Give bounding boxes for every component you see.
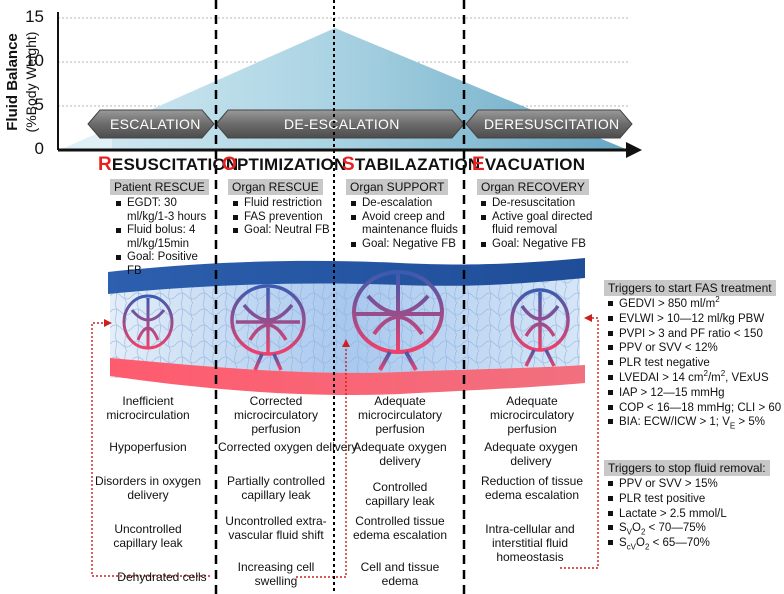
effect-o-1: Corrected microcirculatory perfusion bbox=[233, 394, 318, 436]
phase-title-resuscitation: RESUSCITATION bbox=[98, 154, 239, 175]
effect-s-2: Adequate oxygen delivery bbox=[353, 440, 447, 468]
x-axis-arrowhead bbox=[626, 142, 642, 158]
trigger-item: SVO2 < 70—75% bbox=[607, 521, 783, 536]
bullet: De-escalation bbox=[350, 197, 460, 211]
trigger-item: COP < 16—18 mmHg; CLI > 60 bbox=[607, 401, 783, 416]
trigger-item: PPV or SVV < 12% bbox=[607, 341, 783, 356]
trigger-item: EVLWI > 10—12 ml/kg PBW bbox=[607, 312, 783, 327]
dotted-connectors bbox=[91, 314, 599, 578]
band-escalation bbox=[87, 109, 215, 139]
bullet: Goal: Negative FB bbox=[480, 238, 598, 252]
effect-r-4: Uncontrolled capillary leak bbox=[113, 522, 183, 550]
phase-title-stabilazation: STABILAZATION bbox=[342, 154, 481, 175]
phase-title-optimization: OPTIMIZATION bbox=[222, 154, 347, 175]
effect-e-3: Reduction of tissue edema escalation bbox=[480, 474, 584, 502]
trigger-item: LVEDAI > 14 cm2/m2, VExUS bbox=[607, 370, 783, 386]
y-tick-5: 5 bbox=[34, 95, 44, 114]
y-tick-15: 15 bbox=[25, 7, 44, 26]
band-label-deresuscitation: DERESUSCITATION bbox=[484, 116, 620, 132]
phase-header-organ-rescue: Organ RESCUE bbox=[228, 179, 323, 195]
effect-o-2: Corrected oxygen delivery bbox=[218, 440, 358, 454]
band-deresuscitation bbox=[465, 109, 633, 139]
trigger-item: PPV or SVV > 15% bbox=[607, 477, 783, 492]
y-axis-label-main: Fluid Balance bbox=[4, 33, 21, 131]
band-label-escalation: ESCALATION bbox=[110, 116, 201, 132]
trigger-item: PLR test positive bbox=[607, 492, 783, 507]
effect-r-2: Hypoperfusion bbox=[109, 440, 187, 454]
capillary-bed-2 bbox=[230, 284, 306, 371]
microcirculation-illustration bbox=[108, 258, 585, 395]
effect-e-2: Adequate oxygen delivery bbox=[484, 440, 578, 468]
trigger-item: PVPI > 3 and PF ratio < 150 bbox=[607, 327, 783, 342]
phase-header-organ-recovery: Organ RECOVERY bbox=[477, 179, 589, 195]
phase-header-patient-rescue: Patient RESCUE bbox=[110, 179, 209, 195]
phase-header-organ-support: Organ SUPPORT bbox=[346, 179, 449, 195]
effect-o-4: Uncontrolled extra-vascular fluid shift bbox=[225, 514, 327, 542]
effect-e-4: Intra-cellular and interstitial fluid ho… bbox=[485, 522, 575, 564]
effect-s-3: Controlled capillary leak bbox=[365, 480, 435, 508]
effect-o-3: Partially controlled capillary leak bbox=[226, 474, 326, 502]
trigger-item: Lactate > 2.5 mmol/L bbox=[607, 507, 783, 522]
effect-r-1: Inefficient microcirculation bbox=[106, 394, 190, 422]
bullet: Fluid bolus: 4 ml/kg/15min bbox=[115, 224, 215, 251]
bullet: EGDT: 30 ml/kg/1-3 hours bbox=[115, 197, 215, 224]
trigger-item: GEDVI > 850 ml/m2 bbox=[607, 296, 783, 312]
effect-s-1: Adequate microcirculatory perfusion bbox=[357, 394, 442, 436]
effect-e-1: Adequate microcirculatory perfusion bbox=[489, 394, 574, 436]
effect-o-5: Increasing cell swelling bbox=[237, 560, 315, 588]
capillary-bed-4 bbox=[510, 288, 570, 367]
effect-r-5: Dehydrated cells bbox=[117, 570, 207, 584]
bullet: Active goal directed fluid removal bbox=[480, 211, 598, 238]
effect-s-5: Cell and tissue edema bbox=[360, 560, 440, 588]
band-label-de-escalation: DE-ESCALATION bbox=[284, 116, 400, 132]
phase-title-evacuation: EVACUATION bbox=[472, 154, 586, 175]
effect-r-3: Disorders in oxygen delivery bbox=[94, 474, 202, 502]
bullet: Goal: Positive FB bbox=[115, 251, 215, 278]
effect-s-4: Controlled tissue edema escalation bbox=[352, 514, 448, 542]
capillary-bed-1 bbox=[122, 294, 174, 350]
triggers-stop-list: PPV or SVV > 15% PLR test positive Lacta… bbox=[607, 477, 783, 551]
phase-bullets-evacuation: De-resuscitation Active goal directed fl… bbox=[480, 197, 598, 251]
phase-bullets-optimization: Fluid restriction FAS prevention Goal: N… bbox=[232, 197, 336, 238]
y-tick-0: 0 bbox=[34, 139, 44, 158]
bullet: Goal: Negative FB bbox=[350, 238, 460, 252]
trigger-item: PLR test negative bbox=[607, 356, 783, 371]
bullet: Avoid creep and maintenance fluids bbox=[350, 211, 460, 238]
triggers-start-list: GEDVI > 850 ml/m2 EVLWI > 10—12 ml/kg PB… bbox=[607, 296, 783, 430]
bullet: Fluid restriction bbox=[232, 197, 336, 211]
triggers-stop-header: Triggers to stop fluid removal: bbox=[604, 460, 770, 476]
trigger-item: IAP > 12—15 mmHg bbox=[607, 386, 783, 401]
phase-separators bbox=[214, 0, 466, 594]
bullet: FAS prevention bbox=[232, 211, 336, 225]
phase-bullets-stabilazation: De-escalation Avoid creep and maintenanc… bbox=[350, 197, 460, 251]
phase-bullets-resuscitation: EGDT: 30 ml/kg/1-3 hours Fluid bolus: 4 … bbox=[115, 197, 215, 278]
capillary-bed-3 bbox=[352, 270, 444, 371]
trigger-item: BIA: ECW/ICW > 1; VE > 5% bbox=[607, 415, 783, 430]
bullet: Goal: Neutral FB bbox=[232, 224, 336, 238]
y-tick-10: 10 bbox=[25, 51, 44, 70]
triggers-start-header: Triggers to start FAS treatment bbox=[604, 280, 776, 296]
trigger-item: ScVO2 < 65—70% bbox=[607, 536, 783, 551]
bullet: De-resuscitation bbox=[480, 197, 598, 211]
